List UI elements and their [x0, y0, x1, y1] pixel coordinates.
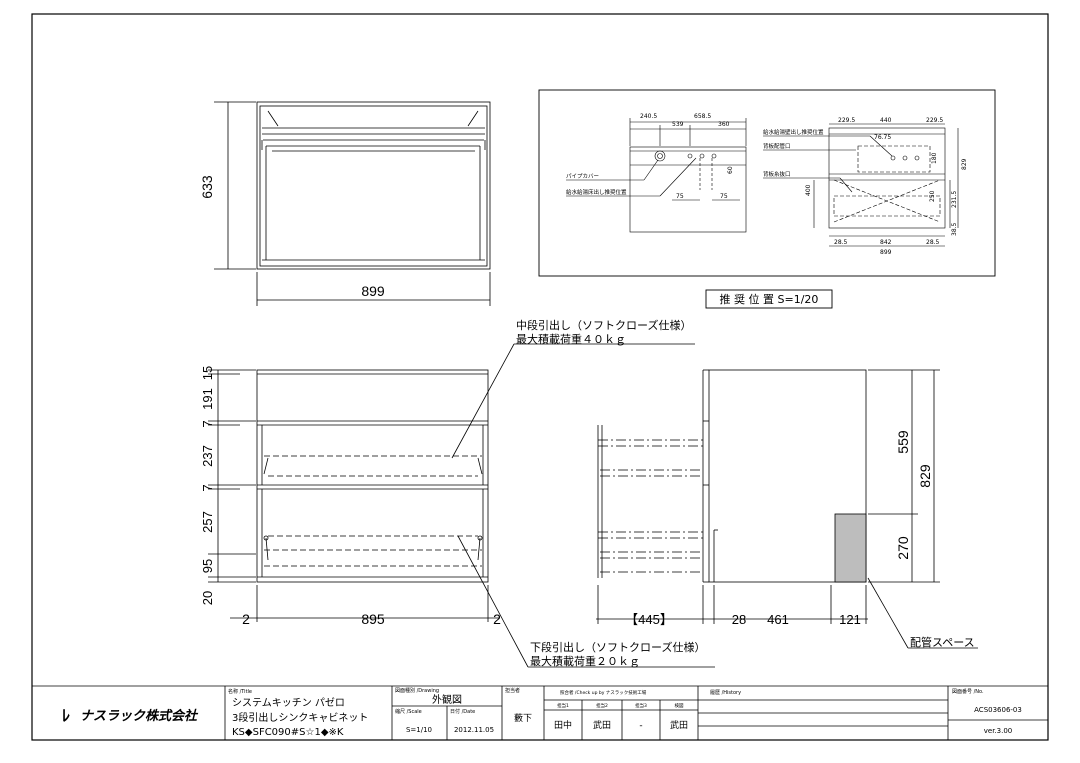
name-line2: 3段引出しシンクキャビネット — [232, 711, 368, 724]
front-dim-7b: 7 — [200, 484, 215, 491]
middle-drawer-leader — [451, 343, 695, 459]
number-value: ACS03606-03 — [974, 706, 1022, 714]
rec-left-dim-60: 60 — [727, 166, 734, 174]
top-width-dim: 899 — [361, 283, 385, 299]
designer-label: 担当者 — [505, 687, 520, 694]
front-dim-15: 15 — [200, 366, 215, 380]
rec-left-dim-658-5: 658.5 — [694, 113, 711, 120]
number-label: 図面番号 /No. — [952, 688, 984, 695]
date-value: 2012.11.05 — [454, 726, 494, 734]
rec-right-dim-231-5: 231.5 — [951, 191, 958, 208]
rec-back-release-label: 背板糸抜口 — [763, 170, 791, 178]
rec-right-dim-440: 440 — [880, 117, 892, 124]
rec-right-dim-229-5a: 229.5 — [838, 117, 855, 124]
rec-wall-label: 給水給湯壁出し推奨位置 — [763, 128, 824, 136]
piping-space-area — [834, 513, 867, 583]
name-line3: KS◆SFC090#S☆1◆※K — [232, 727, 344, 738]
rec-left-dim-539: 539 — [672, 121, 684, 128]
side-dim-461: 461 — [767, 612, 789, 627]
rec-pipe-cover-label: パイプカバー — [566, 173, 599, 180]
top-height-dim: 633 — [199, 175, 215, 199]
check-label: 照合者 /Check up by ナスラック技術工場 — [560, 689, 647, 696]
name-label: 名称 /Title — [228, 688, 252, 695]
rec-right-dim-899: 899 — [880, 249, 892, 256]
middle-drawer-line1: 中段引出し（ソフトクローズ仕様） — [516, 318, 691, 332]
recommended-title: 推 奨 位 置 S=1/20 — [720, 292, 819, 306]
side-dim-559: 559 — [895, 430, 911, 454]
lower-drawer-leader — [457, 535, 715, 668]
scale-label: 縮尺 /Scale — [395, 708, 422, 715]
check-value-3: - — [639, 721, 642, 731]
check-value-2: 武田 — [593, 719, 611, 731]
check-sub-1: 担当1 — [557, 702, 569, 709]
recommended-right-view — [763, 123, 959, 247]
drawing-label: 図面種別 /Drawing — [395, 687, 439, 694]
rec-right-dim-229-5b: 229.5 — [926, 117, 943, 124]
front-dim-895: 895 — [361, 611, 385, 627]
rec-left-dim-75b: 75 — [720, 193, 728, 200]
rec-left-dim-240-5: 240.5 — [640, 113, 657, 120]
lower-drawer-line1: 下段引出し（ソフトクローズ仕様） — [530, 640, 705, 654]
front-dim-2-left: 2 — [242, 611, 250, 627]
drawing-value: 外観図 — [432, 693, 462, 706]
side-dim-829: 829 — [917, 464, 933, 488]
rec-right-dim-250: 250 — [929, 190, 936, 202]
rec-right-dim-829: 829 — [961, 158, 968, 170]
company-name: ナスラック株式会社 — [80, 708, 199, 724]
company-logo-icon: ﾚ — [62, 706, 70, 725]
front-dim-257: 257 — [200, 511, 215, 533]
recommended-box — [538, 89, 996, 277]
title-block — [32, 685, 1048, 740]
middle-drawer-line2: 最大積載荷重４０ｋｇ — [516, 332, 626, 346]
designer-value: 藪下 — [514, 712, 532, 724]
history-label: 履歴 /History — [710, 690, 741, 696]
rec-back-pipe-label: 背板配管口 — [763, 142, 791, 150]
rec-right-dim-400: 400 — [805, 184, 812, 196]
check-sub-2: 担当2 — [596, 702, 608, 709]
rec-right-dim-28-5a: 28.5 — [834, 239, 848, 246]
side-dim-121: 121 — [839, 612, 861, 627]
sheet-border — [31, 13, 1049, 741]
check-value-4: 武田 — [670, 719, 688, 731]
top-view — [214, 101, 491, 306]
side-dim-28: 28 — [732, 612, 746, 627]
rec-right-dim-38-5: 38.5 — [951, 222, 958, 236]
side-dim-270: 270 — [895, 536, 911, 560]
side-view — [596, 369, 978, 649]
check-sub-4: 検図 — [675, 702, 684, 709]
front-view — [208, 369, 500, 622]
front-dim-7a: 7 — [200, 420, 215, 427]
front-dim-237: 237 — [200, 445, 215, 467]
front-dim-2-right: 2 — [493, 611, 501, 627]
rec-right-dim-180: 180 — [931, 152, 938, 164]
name-line1: システムキッチン パゼロ — [232, 697, 345, 709]
scale-value: S=1/10 — [406, 726, 432, 734]
lower-drawer-line2: 最大積載荷重２０ｋｇ — [530, 654, 640, 668]
rec-right-dim-842: 842 — [880, 239, 892, 246]
rec-right-dim-76-75: 76.75 — [874, 134, 891, 141]
recommended-title-box — [705, 289, 833, 309]
rec-drain-label: 給水給湯床出し推奨位置 — [566, 188, 627, 196]
piping-space-label: 配管スペース — [910, 635, 975, 649]
front-dim-20: 20 — [200, 591, 215, 605]
rec-left-dim-75a: 75 — [676, 193, 684, 200]
recommended-left-view — [566, 118, 747, 233]
side-dim-445: 【445】 — [625, 612, 673, 627]
check-sub-3: 担当3 — [635, 702, 647, 709]
front-left-dims: 15 191 7 237 7 257 95 20 — [200, 366, 215, 605]
front-dim-95: 95 — [200, 559, 215, 573]
rec-left-dim-360: 360 — [718, 121, 730, 128]
check-value-1: 田中 — [554, 719, 572, 731]
date-label: 日付 /Date — [450, 708, 475, 715]
front-dim-191: 191 — [200, 388, 215, 410]
version-value: ver.3.00 — [984, 727, 1013, 735]
rec-right-dim-28-5b: 28.5 — [926, 239, 940, 246]
